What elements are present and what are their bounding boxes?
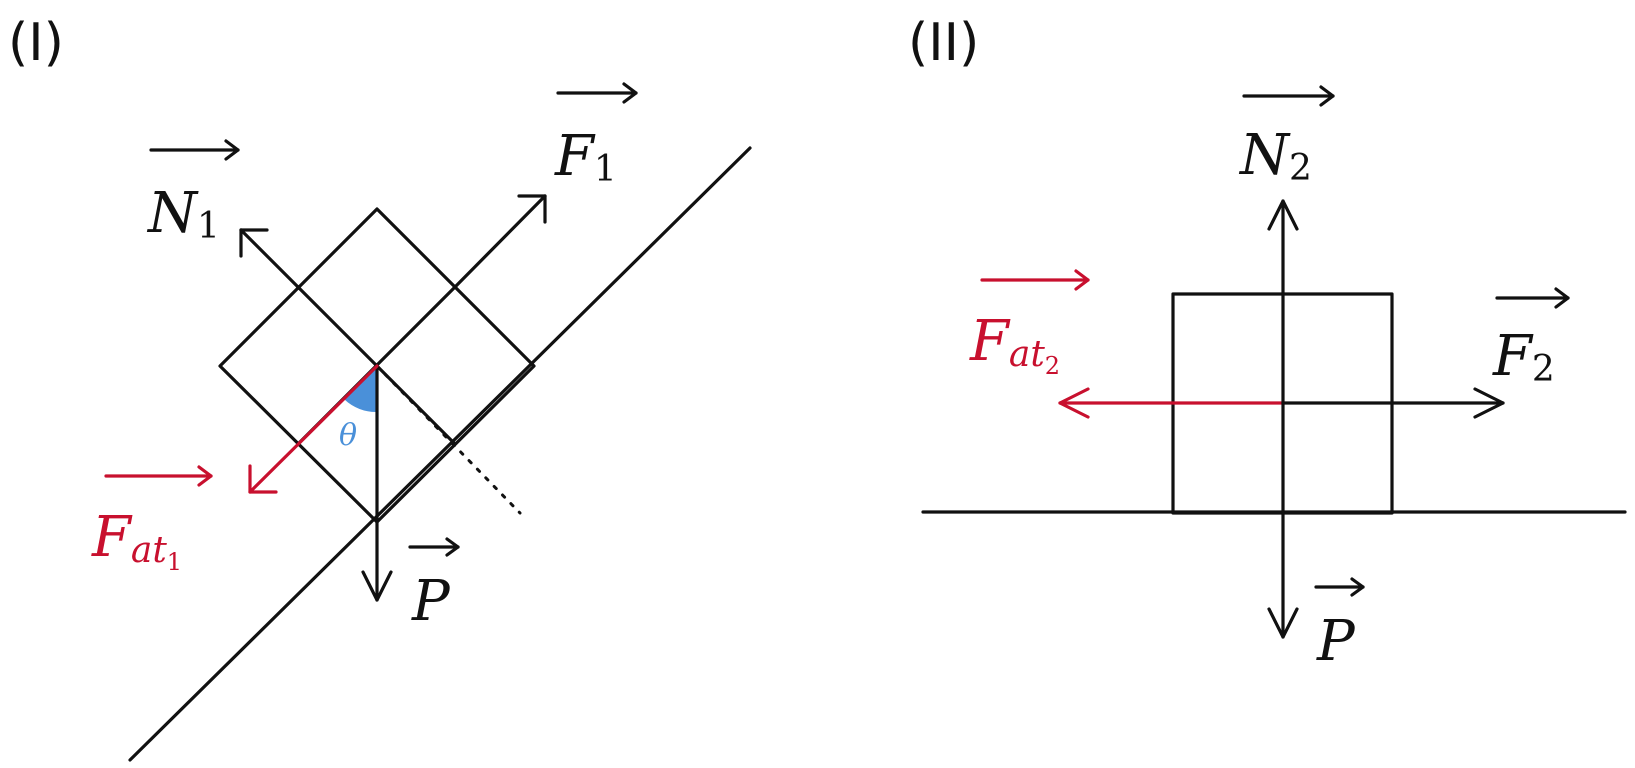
weight-1-arrowhead (361, 570, 393, 602)
applied-force-1-arrowhead (517, 194, 547, 224)
label-fat1-overarrow-head (197, 465, 213, 487)
label-n1: N1 (146, 181, 220, 247)
panel-1: (I) θ N1 (8, 13, 752, 762)
label-f1: F1 (554, 124, 617, 190)
friction-force-1-arrow (248, 364, 379, 494)
angle-theta-label: θ (339, 418, 357, 453)
normal-force-1-arrowhead (239, 228, 269, 258)
panel-2-label: (II) (908, 13, 979, 73)
label-fat1: Fat1 (91, 505, 182, 576)
normal-force-1-arrow (239, 228, 300, 289)
applied-force-1-arrow (453, 194, 547, 289)
label-p1: P (411, 569, 451, 634)
label-p2-overarrow-head (1350, 577, 1365, 597)
label-f2: F2 (1492, 324, 1555, 390)
label-fat2: Fat2 (969, 309, 1060, 380)
panel-2: (II) N2 F2 Fat2 (908, 13, 1627, 674)
label-f2-overarrow-head (1554, 287, 1570, 309)
label-n2-overarrow-head (1319, 85, 1335, 107)
label-p1-overarrow-head (445, 537, 460, 557)
panel-1-label: (I) (8, 13, 64, 73)
weight-2-arrowhead (1267, 607, 1299, 639)
angle-theta-wedge (344, 366, 377, 413)
friction-force-1-arrowhead (248, 464, 278, 494)
label-n2: N2 (1238, 123, 1312, 189)
incline-surface (128, 146, 752, 762)
incline-normal-dotted-line (375, 364, 522, 515)
label-p2: P (1316, 609, 1356, 674)
applied-force-2-arrowhead (1473, 387, 1505, 419)
label-fat2-overarrow-head (1074, 269, 1090, 291)
label-n1-overarrow-head (224, 139, 240, 161)
friction-force-2-arrowhead (1058, 387, 1090, 419)
normal-force-2-arrowhead (1267, 199, 1299, 231)
label-f1-overarrow-head (622, 82, 638, 104)
